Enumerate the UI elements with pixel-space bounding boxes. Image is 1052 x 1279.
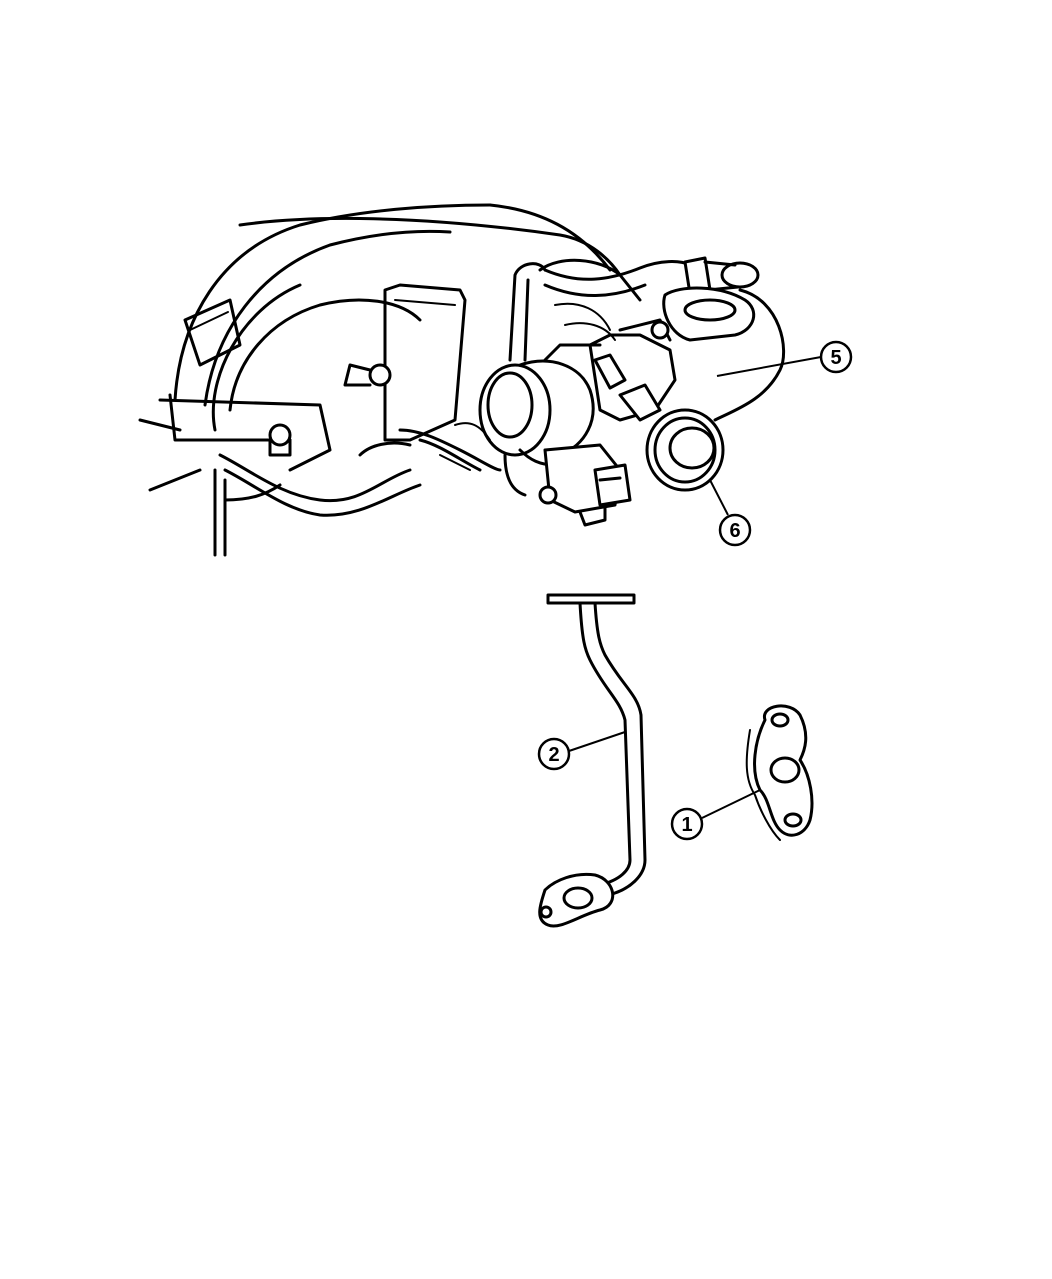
callout-1-leader — [701, 789, 761, 819]
engine-assembly — [138, 203, 786, 557]
callout-6-label: 6 — [729, 520, 740, 542]
callout-2-label: 2 — [548, 744, 559, 766]
callout-6: 6 — [718, 513, 752, 547]
gasket-part-1 — [745, 704, 814, 841]
callout-2-leader — [568, 731, 626, 752]
callout-5: 5 — [819, 340, 853, 374]
callout-5-label: 5 — [830, 347, 841, 369]
callout-1-label: 1 — [681, 814, 692, 836]
callout-6-leader — [709, 479, 729, 516]
callout-5-leader — [716, 356, 822, 377]
egr-tube-part-2 — [538, 593, 647, 928]
callout-2: 2 — [537, 737, 571, 771]
callout-1: 1 — [670, 807, 704, 841]
